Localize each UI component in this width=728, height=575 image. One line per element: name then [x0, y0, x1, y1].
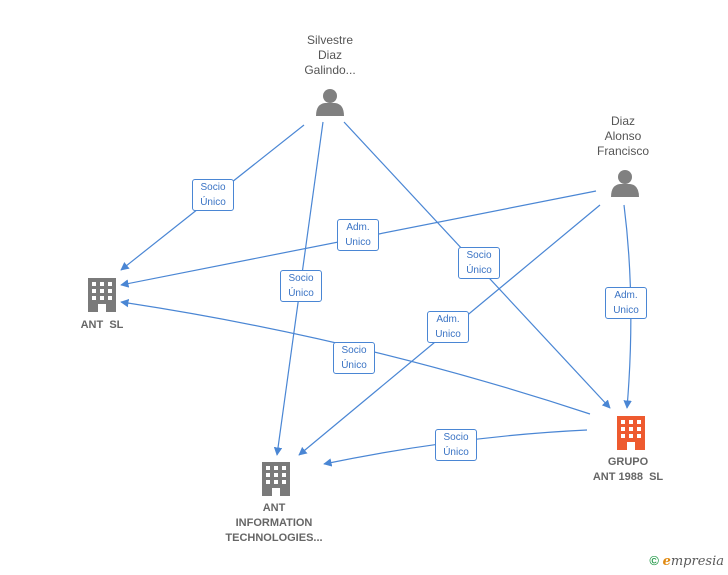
node-label-silvestre[interactable]: Silvestre Diaz Galindo...	[280, 33, 380, 78]
node-label-grupo-ant[interactable]: GRUPO ANT 1988 SL	[578, 455, 678, 485]
node-label-line: ANT	[262, 502, 286, 514]
node-label-ant-it[interactable]: ANT INFORMATION TECHNOLOGIES...	[214, 501, 334, 546]
node-label-line: Francisco	[596, 144, 649, 158]
node-label-line: Galindo...	[304, 63, 356, 77]
edge-label-grupo-ant-ant-sl[interactable]: Socio Único	[333, 342, 375, 374]
edge-label-line: Único	[443, 447, 469, 458]
edge-label-line: Único	[288, 288, 314, 299]
node-label-line: ANT 1988 SL	[592, 471, 664, 483]
node-label-line: INFORMATION	[235, 517, 313, 529]
edge-label-line: Único	[341, 360, 367, 371]
edge-label-silvestre-ant-sl[interactable]: Socio Único	[192, 179, 234, 211]
building-icon[interactable]	[262, 462, 290, 496]
node-label-ant-sl[interactable]: ANT SL	[52, 318, 152, 333]
node-label-line: TECHNOLOGIES...	[225, 532, 323, 544]
edge-label-grupo-ant-ant-it[interactable]: Socio Único	[435, 429, 477, 461]
edge-label-diaz-alonso-ant-sl[interactable]: Adm. Unico	[337, 219, 379, 251]
node-label-line: Alonso	[604, 129, 642, 143]
node-label-line: Diaz	[317, 48, 342, 62]
node-label-line: ANT SL	[80, 319, 124, 331]
building-icon[interactable]	[88, 278, 116, 312]
edge-label-line: Único	[466, 265, 492, 276]
edges-layer	[120, 121, 632, 467]
brand-watermark[interactable]: © empresia	[649, 553, 724, 569]
main-building-icon[interactable]	[617, 416, 645, 450]
edge-label-line: Adm.	[436, 314, 460, 325]
edge-label-line: Socio	[466, 250, 492, 261]
brand-name: mpresia	[670, 554, 724, 569]
edge-label-line: Unico	[435, 329, 461, 340]
node-label-diaz-alonso[interactable]: Diaz Alonso Francisco	[573, 114, 673, 159]
edge-label-line: Único	[200, 197, 226, 208]
edge-label-line: Unico	[613, 305, 639, 316]
person-icon[interactable]	[611, 170, 639, 197]
edge-label-line: Socio	[341, 345, 367, 356]
edge-label-line: Socio	[288, 273, 314, 284]
edge-label-line: Adm.	[346, 222, 370, 233]
edge-label-silvestre-ant-it[interactable]: Socio Único	[280, 270, 322, 302]
node-label-line: Diaz	[610, 114, 635, 128]
node-label-line: Silvestre	[306, 33, 353, 47]
edge-label-silvestre-grupo-ant[interactable]: Socio Único	[458, 247, 500, 279]
edge-label-line: Unico	[345, 237, 371, 248]
edge-label-line: Socio	[443, 432, 469, 443]
edge-label-diaz-alonso-grupo-ant[interactable]: Adm. Unico	[605, 287, 647, 319]
edge-label-line: Socio	[200, 182, 226, 193]
icons-layer	[88, 89, 645, 496]
node-label-line: GRUPO	[607, 456, 649, 468]
brand-initial: e	[662, 554, 671, 569]
copyright-symbol: ©	[649, 553, 659, 568]
edge-label-line: Adm.	[614, 290, 638, 301]
person-icon[interactable]	[316, 89, 344, 116]
edge-label-diaz-alonso-ant-it[interactable]: Adm. Unico	[427, 311, 469, 343]
